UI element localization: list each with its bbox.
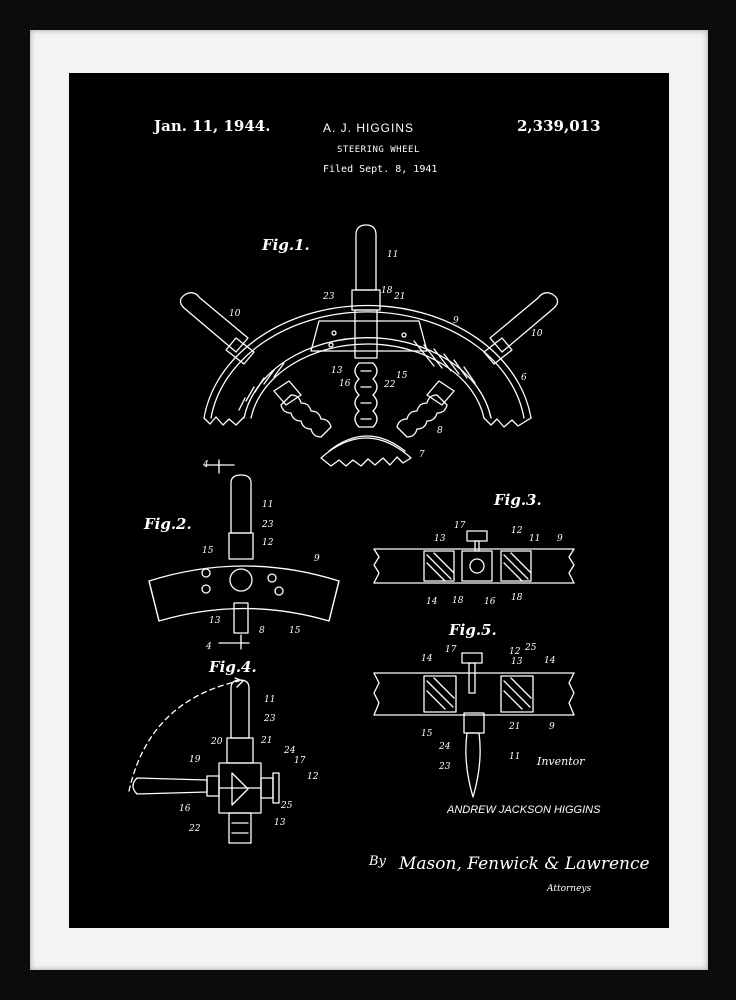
svg-text:11: 11 — [387, 250, 398, 260]
right-handle — [489, 292, 559, 353]
svg-text:11: 11 — [529, 534, 540, 544]
figure-5: Fig.5. 14 17 12 25 13 14 15 21 9 24 23 — [373, 621, 575, 798]
inventor-signature-block: Inventor ANDREW JACKSON HIGGINS By Mason… — [368, 755, 650, 894]
svg-text:8: 8 — [259, 626, 265, 636]
svg-text:4: 4 — [202, 460, 209, 470]
figure-1-steering-wheel: Fig.1. — [179, 224, 559, 467]
svg-text:12: 12 — [262, 538, 274, 548]
svg-text:17: 17 — [454, 521, 466, 531]
svg-text:13: 13 — [434, 534, 446, 544]
fig-3-section — [373, 548, 575, 584]
patent-date: Jan. 11, 1944. — [154, 117, 271, 135]
patent-inventor: A. J. HIGGINS — [323, 121, 415, 135]
figure-3: Fig.3. 17 12 13 11 9 14 18 16 18 — [373, 491, 575, 607]
fig-5-handle — [465, 732, 481, 798]
svg-text:8: 8 — [437, 426, 443, 436]
svg-text:14: 14 — [426, 597, 438, 607]
svg-text:11: 11 — [509, 752, 520, 762]
fig-2-label: Fig.2. — [143, 515, 192, 533]
svg-text:13: 13 — [331, 366, 343, 376]
svg-text:20: 20 — [210, 737, 223, 747]
fig-2-rim-segment — [148, 565, 340, 622]
svg-text:6: 6 — [521, 373, 527, 383]
patent-title: STEERING WHEEL — [337, 145, 420, 155]
left-handle — [179, 292, 249, 353]
svg-text:4: 4 — [205, 642, 212, 652]
svg-text:23: 23 — [263, 714, 276, 724]
svg-text:18: 18 — [381, 286, 393, 296]
svg-text:16: 16 — [339, 379, 351, 389]
svg-text:21: 21 — [393, 292, 405, 302]
svg-text:15: 15 — [396, 371, 408, 381]
rotation-arrow — [128, 680, 240, 792]
svg-text:25: 25 — [524, 643, 537, 653]
svg-text:12: 12 — [509, 647, 521, 657]
inventor-name: ANDREW JACKSON HIGGINS — [446, 804, 601, 816]
svg-text:14: 14 — [544, 656, 556, 666]
svg-text:11: 11 — [264, 695, 275, 705]
svg-text:9: 9 — [557, 534, 563, 544]
svg-text:15: 15 — [421, 729, 433, 739]
svg-text:9: 9 — [549, 722, 555, 732]
svg-text:16: 16 — [179, 804, 191, 814]
svg-text:23: 23 — [438, 762, 451, 772]
svg-text:7: 7 — [419, 450, 425, 460]
svg-text:19: 19 — [189, 755, 201, 765]
figure-2: Fig.2. 11 23 12 15 9 13 8 15 4 4 — [143, 459, 340, 652]
wheel-rim-outer — [203, 304, 532, 419]
svg-text:22: 22 — [383, 380, 396, 390]
fig-2-handle — [230, 474, 252, 534]
attorneys-caption: Attorneys — [546, 884, 592, 894]
svg-text:23: 23 — [261, 520, 274, 530]
inventor-caption: Inventor — [536, 755, 585, 768]
wheel-hub — [320, 437, 412, 467]
svg-text:15: 15 — [289, 626, 301, 636]
svg-text:11: 11 — [262, 500, 273, 510]
svg-text:23: 23 — [322, 292, 335, 302]
patent-drawing: Fig.1. — [128, 224, 650, 894]
hub-plate — [310, 320, 428, 352]
svg-text:17: 17 — [294, 756, 306, 766]
svg-text:22: 22 — [188, 824, 201, 834]
patent-print: Jan. 11, 1944. A. J. HIGGINS 2,339,013 S… — [69, 73, 669, 928]
svg-text:12: 12 — [511, 526, 523, 536]
svg-text:10: 10 — [229, 309, 241, 319]
signature-by: By — [368, 854, 387, 869]
svg-text:9: 9 — [314, 554, 320, 564]
svg-text:15: 15 — [202, 546, 214, 556]
fig-5-label: Fig.5. — [448, 621, 497, 639]
svg-text:21: 21 — [260, 736, 272, 746]
svg-text:13: 13 — [274, 818, 286, 828]
svg-text:12: 12 — [307, 772, 319, 782]
svg-text:17: 17 — [445, 645, 457, 655]
patent-filed-date: Filed Sept. 8, 1941 — [323, 164, 438, 175]
svg-text:18: 18 — [452, 596, 464, 606]
svg-text:18: 18 — [511, 593, 523, 603]
svg-text:10: 10 — [531, 329, 543, 339]
svg-text:24: 24 — [283, 746, 296, 756]
svg-text:9: 9 — [453, 316, 459, 326]
svg-text:13: 13 — [209, 616, 221, 626]
top-handle — [355, 224, 377, 291]
fig-4-folded-handle — [132, 777, 208, 795]
svg-text:16: 16 — [484, 597, 496, 607]
attorneys-signature: Mason, Fenwick & Lawrence — [398, 854, 650, 874]
patent-number: 2,339,013 — [517, 117, 601, 135]
svg-text:21: 21 — [508, 722, 520, 732]
svg-text:24: 24 — [438, 742, 451, 752]
fig-4-handle — [230, 679, 250, 739]
fig-1-label: Fig.1. — [261, 236, 310, 254]
fig-5-section — [373, 672, 575, 716]
fig-3-label: Fig.3. — [493, 491, 542, 509]
svg-text:25: 25 — [280, 801, 293, 811]
svg-text:13: 13 — [511, 657, 523, 667]
figure-4: Fig.4. 11 23 21 24 17 12 20 19 — [128, 658, 319, 844]
svg-text:14: 14 — [421, 654, 433, 664]
fig-4-label: Fig.4. — [208, 658, 257, 676]
